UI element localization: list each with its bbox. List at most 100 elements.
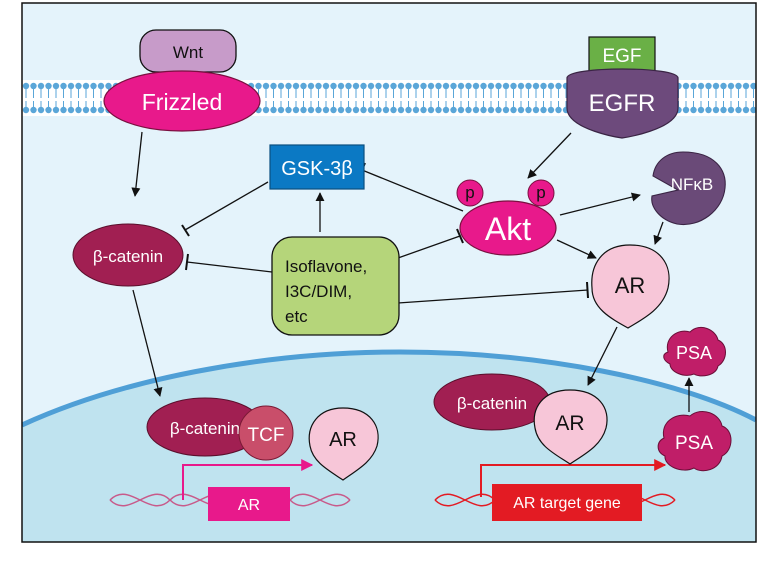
lipid-head [270, 82, 277, 90]
lipid-head [555, 106, 562, 114]
lipid-head [487, 106, 495, 114]
nuclear-envelope [22, 349, 756, 428]
lipid-head [397, 106, 405, 114]
lipid-head [315, 106, 322, 114]
lipid-head [450, 82, 457, 90]
lipid-head [495, 106, 502, 114]
ar-nucleus-left [308, 407, 379, 481]
lipid-head [472, 82, 480, 90]
lipid-head [45, 106, 52, 114]
lipid-head [502, 82, 510, 90]
lipid-head [322, 82, 330, 90]
lipid-head [37, 82, 45, 90]
inhibit-gsk3b-bcatenin [184, 181, 269, 231]
lipid-head [52, 82, 60, 90]
lipid-head [525, 82, 532, 90]
arrow-bcatenin-to-nucleus [132, 289, 163, 397]
lipid-head [742, 106, 750, 114]
lipid-head [502, 106, 510, 114]
lipid-head [292, 82, 300, 90]
lipid-head [307, 106, 315, 114]
lipid-head [412, 82, 420, 90]
lipid-head [435, 106, 442, 114]
lipid-head [277, 106, 285, 114]
lipid-head [465, 106, 472, 114]
lipid-head [547, 82, 555, 90]
frizzled-label: Frizzled [142, 89, 223, 115]
lipid-head [555, 82, 562, 90]
lipid-head [532, 82, 540, 90]
lipid-head [60, 82, 67, 90]
lipid-head [442, 82, 450, 90]
egf-label: EGF [602, 46, 641, 67]
lipid-head [30, 106, 37, 114]
lipid-head [75, 106, 82, 114]
lipid-head [735, 82, 742, 90]
arrow-akt-to-ar [556, 239, 597, 259]
lipid-head [307, 82, 315, 90]
lipid-head [322, 106, 330, 114]
lipid-head [472, 106, 480, 114]
lipid-head [697, 106, 705, 114]
lipid-head [67, 106, 75, 114]
nfkb-label: NFκB [671, 175, 714, 194]
lipid-head [735, 106, 742, 114]
egfr-label: EGFR [589, 90, 656, 117]
lipid-head [682, 106, 690, 114]
lipid-head [45, 82, 52, 90]
lipid-head [82, 82, 90, 90]
inhibit-inhibitor-akt [397, 235, 461, 259]
arrow-egfr-to-akt [527, 132, 572, 179]
lipid-head [750, 106, 756, 114]
lipid-head [435, 82, 442, 90]
ar-cytoplasm-label: AR [615, 273, 646, 298]
lipid-head [255, 82, 262, 90]
lipid-head [480, 82, 487, 90]
lipid-head [712, 106, 720, 114]
lipid-head [315, 82, 322, 90]
arrow-akt-to-nfkb [559, 192, 641, 216]
lipid-head [352, 106, 360, 114]
lipid-head [510, 82, 517, 90]
bcatenin-nucleus-right-label: β-catenin [457, 394, 527, 413]
lipid-head [442, 106, 450, 114]
nfkb-node [651, 151, 726, 226]
lipid-head [382, 82, 390, 90]
lipid-head [427, 106, 435, 114]
lipid-head [457, 106, 465, 114]
lipid-head [375, 82, 382, 90]
lipid-head [690, 82, 697, 90]
ar-cytoplasm [591, 244, 670, 329]
lipid-head [337, 82, 345, 90]
lipid-head [532, 106, 540, 114]
lipid-head [337, 106, 345, 114]
arrow-ar-to-nucleus [587, 326, 618, 386]
frame-border [21, 2, 757, 543]
lipid-head [457, 82, 465, 90]
lipid-head [52, 106, 60, 114]
lipid-head [292, 106, 300, 114]
phospho-left-label: p [465, 183, 474, 202]
lipid-head [510, 106, 517, 114]
transcription-arrow-right [480, 459, 667, 497]
lipid-head [727, 106, 735, 114]
inhibit-inhibitor-bcatenin [186, 261, 273, 273]
phospho-left [456, 179, 484, 207]
lipid-head [495, 82, 502, 90]
gene-ar-target-label: AR target gene [513, 495, 621, 512]
arrow-frizzled-to-bcatenin [131, 131, 143, 197]
arrow-nfkb-to-ar [653, 221, 664, 245]
bcatenin-cytoplasm-label: β-catenin [93, 247, 163, 266]
lipid-head [300, 106, 307, 114]
lipid-head [540, 106, 547, 114]
lipid-head [285, 106, 292, 114]
akt-node [459, 200, 557, 256]
lipid-head [67, 82, 75, 90]
akt-label: Akt [485, 211, 531, 247]
lipid-head [712, 82, 720, 90]
gene-ar-box [208, 487, 290, 521]
lipid-head [262, 82, 270, 90]
lipid-head [300, 82, 307, 90]
inhibitor-line-3: etc [285, 307, 308, 326]
lipid-head [465, 82, 472, 90]
